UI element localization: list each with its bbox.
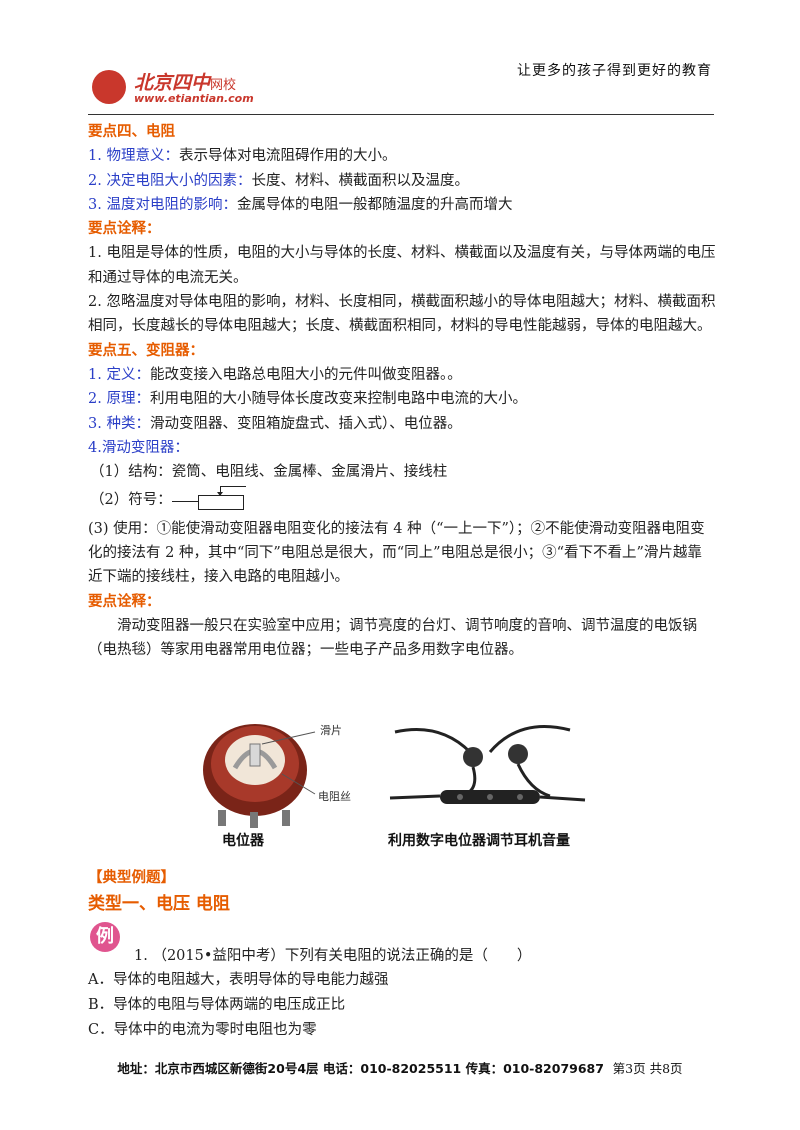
page-footer: 地址：北京市西城区新德街20号4层 电话：010-82025511 传真：010… (117, 1061, 683, 1076)
example-badge-icon: 例 (90, 922, 120, 952)
note2-title: 要点诠释： (88, 592, 161, 610)
point4-item2: 2. 决定电阻大小的因素：长度、材料、横截面积以及温度。 (88, 172, 469, 189)
point4-item1: 1. 物理意义：表示导体对电流阻碍作用的大小。 (88, 148, 397, 165)
note1-title: 要点诠释： (88, 220, 161, 238)
logo-name: 北京四中网校 (134, 72, 237, 94)
option-b: B．导体的电阻与导体两端的电压成正比 (88, 997, 346, 1013)
label-slider: 滑片 (320, 724, 342, 737)
type1-heading: 类型一、电压 电阻 (88, 894, 230, 914)
point5-item3: 3. 种类：滑动变阻器、变阻箱旋盘式、插入式）、电位器。 (88, 415, 462, 432)
symbol-line: （2）符号： (88, 486, 716, 512)
option-c: C．导体中的电流为零时电阻也为零 (88, 1022, 317, 1038)
point4-item3: 3. 温度对电阻的影响：金属导体的电阻一般都随温度的升高而增大 (88, 196, 513, 213)
note1-paragraph2: 2. 忽略温度对导体电阻的影响，材料、长度相同，横截面积越小的导体电阻越大；材料… (88, 294, 716, 335)
note1-paragraph1: 1. 电阻是导体的性质，电阻的大小与导体的长度、材料、横截面以及温度有关，与导体… (88, 245, 716, 286)
potentiometer-photo (203, 724, 586, 828)
option-a: A．导体的电阻越大，表明导体的导电能力越强 (88, 972, 389, 988)
note2-paragraph: 滑动变阻器一般只在实验室中应用；调节亮度的台灯、调节响度的音响、调节温度的电饭锅… (88, 617, 697, 659)
example-question: 1. （2015•益阳中考）下列有关电阻的说法正确的是（ ） (134, 948, 532, 964)
main-content: 要点四、电阻 1. 物理意义：表示导体对电流阻碍作用的大小。 2. 决定电阻大小… (88, 120, 716, 663)
rheostat-symbol-icon (171, 486, 252, 511)
caption-potentiometer: 电位器 (222, 833, 264, 849)
figure-photos: 滑片 电阻丝 电位器 利用数字电位器调节耳机音量 (190, 712, 610, 857)
point5-item2: 2. 原理：利用电阻的大小随导体长度改变来控制电路中电流的大小。 (88, 391, 527, 408)
header-divider (88, 114, 714, 115)
caption-digital-potentiometer: 利用数字电位器调节耳机音量 (388, 833, 570, 849)
point5-item1: 1. 定义：能改变接入电路总电阻大小的元件叫做变阻器。。 (88, 366, 462, 383)
label-resistance-wire: 电阻丝 (318, 790, 351, 803)
typical-examples-heading: 【典型例题】 (88, 869, 175, 886)
section-title-point5: 要点五、变阻器： (88, 341, 204, 359)
page-number: 第3页 共8页 (612, 1061, 683, 1076)
section-title-point4: 要点四、电阻 (88, 123, 175, 140)
point5-item4: 4.滑动变阻器： (88, 439, 189, 456)
usage-paragraph: (3) 使用：①能使滑动变阻器电阻变化的接法有 4 种（“一上一下”）；②不能使… (88, 520, 705, 586)
school-logo-icon (92, 70, 126, 104)
structure-line: （1）结构：瓷筒、电阻线、金属棒、金属滑片、接线柱 (90, 464, 448, 481)
header-slogan: 让更多的孩子得到更好的教育 (517, 63, 712, 79)
logo-url: www.etiantian.com (134, 92, 254, 105)
